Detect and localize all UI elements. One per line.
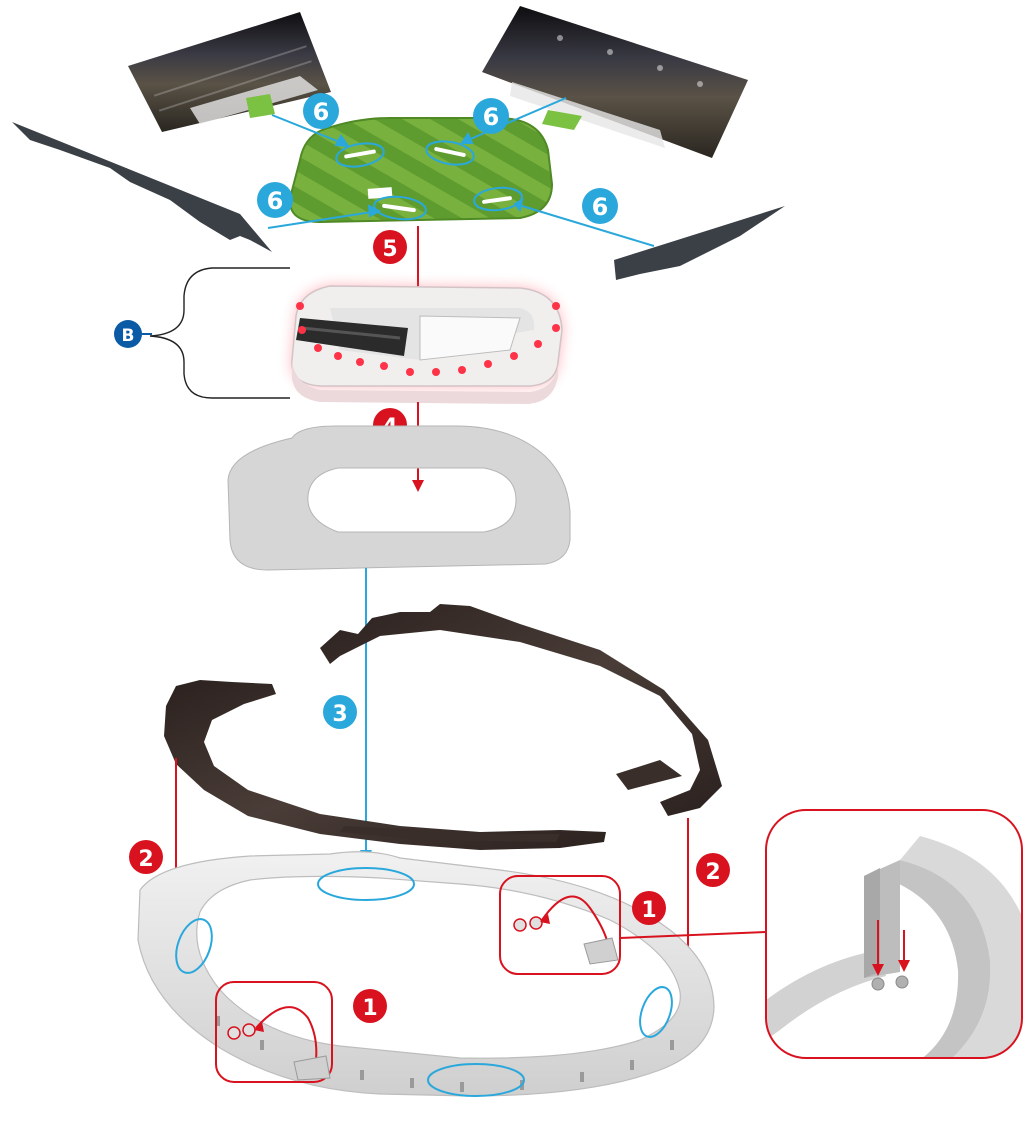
grass-pitch	[288, 117, 554, 224]
lit-seating-bowl	[291, 285, 563, 404]
stand-ring-upper	[320, 604, 722, 816]
stand-photo-left	[128, 12, 331, 132]
zoom-connector-line	[619, 931, 767, 939]
slot-marker	[335, 142, 385, 168]
step-1-badge: 1	[353, 989, 387, 1023]
slot-marker	[639, 986, 673, 1038]
step-6-badge: 6	[473, 98, 509, 134]
detail-callout-box	[215, 981, 333, 1083]
step-2-badge: 2	[129, 840, 163, 874]
step-6-badge: 6	[582, 188, 618, 224]
slot-marker	[427, 1063, 525, 1097]
svg-text:B: B	[122, 326, 135, 346]
svg-text:1: 1	[362, 996, 377, 1021]
step-6-badge: 6	[303, 93, 339, 129]
svg-text:6: 6	[483, 103, 500, 131]
stand-ring-lower	[164, 680, 606, 850]
svg-text:2: 2	[705, 860, 720, 885]
svg-text:6: 6	[267, 187, 284, 215]
side-panel-left	[12, 122, 272, 252]
roof-plate	[227, 425, 571, 571]
step-6-badge: 6	[257, 182, 293, 218]
slot-marker	[473, 186, 523, 212]
base-shell	[137, 851, 715, 1097]
slot-marker	[425, 140, 475, 166]
slot-marker	[317, 867, 415, 901]
step-3-badge: 3	[323, 695, 357, 729]
svg-text:5: 5	[382, 237, 397, 262]
svg-text:1: 1	[641, 898, 656, 923]
blue-arrows-step-6	[267, 97, 655, 247]
stand-ring-segment	[340, 826, 560, 842]
svg-text:6: 6	[592, 193, 609, 221]
step-1-badge: 1	[632, 891, 666, 925]
detail-callout-box	[499, 875, 621, 975]
svg-text:2: 2	[138, 847, 153, 872]
slot-marker	[175, 918, 213, 974]
blue-arrow-step-3	[360, 568, 372, 862]
zoom-detail-panel	[765, 809, 1023, 1059]
stand-ring-segment	[616, 760, 682, 790]
side-panel-right	[614, 206, 785, 280]
step-5-badge: 5	[373, 230, 407, 264]
step-2-badge: 2	[696, 853, 730, 887]
stand-photo-right	[482, 6, 748, 158]
slot-marker	[373, 195, 427, 221]
svg-text:6: 6	[313, 98, 330, 126]
svg-text:3: 3	[332, 702, 347, 727]
section-b-badge: B	[114, 320, 152, 348]
bracket-b	[149, 267, 290, 399]
